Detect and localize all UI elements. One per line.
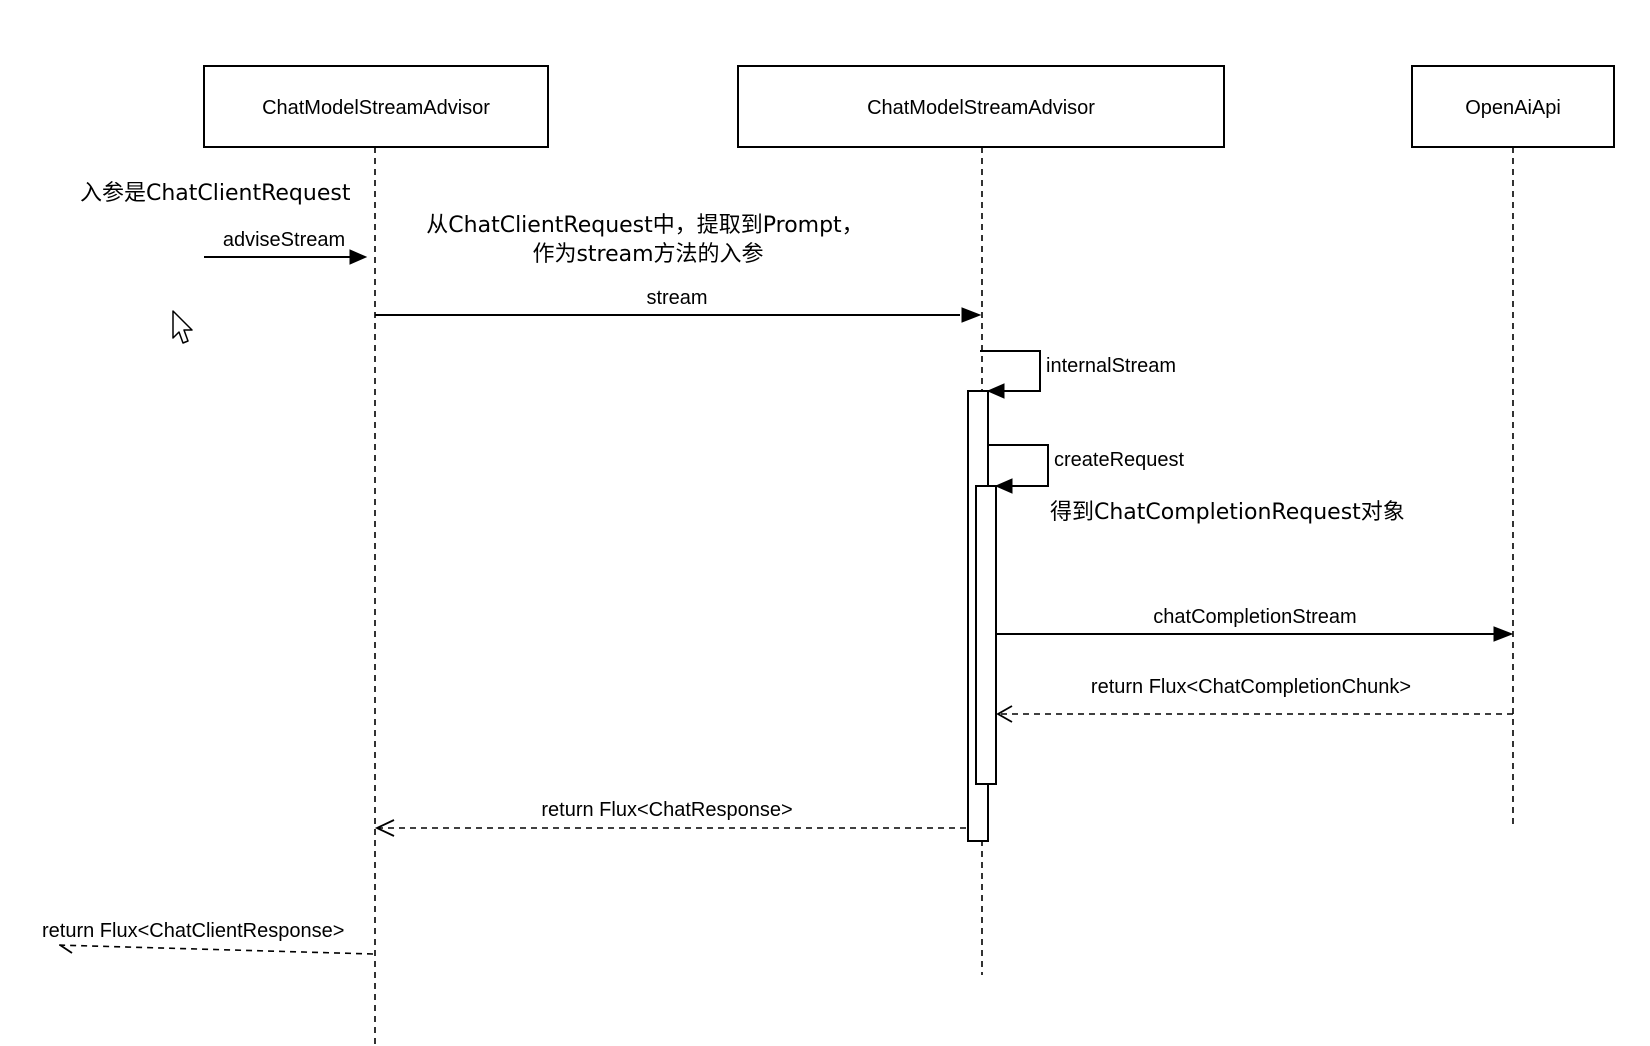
- return-chunk-arrowhead: [996, 705, 1013, 723]
- return-chat-response-arrowhead: [374, 819, 395, 837]
- return-client-response-line: [55, 944, 374, 955]
- mouse-cursor-icon: [172, 310, 193, 344]
- participant-1[interactable]: ChatModelStreamAdvisor: [203, 65, 549, 148]
- internal-stream-label: internalStream: [1046, 355, 1176, 377]
- internal-stream-line: [980, 350, 1041, 392]
- message-chat-completion-stream[interactable]: chatCompletionStream: [996, 606, 1514, 642]
- advise-stream-label: adviseStream: [223, 229, 345, 251]
- participant-2-box[interactable]: [737, 65, 1225, 148]
- participant-1-label: ChatModelStreamAdvisor: [262, 97, 490, 119]
- message-internal-stream[interactable]: internalStream: [980, 350, 1176, 399]
- message-return-chunk[interactable]: return Flux<ChatCompletionChunk>: [996, 676, 1513, 723]
- create-request-arrowhead: [994, 478, 1013, 494]
- note-extract-line2: 作为stream方法的入参: [532, 242, 763, 267]
- participant-3-box[interactable]: [1411, 65, 1615, 148]
- stream-label: stream: [646, 287, 707, 309]
- internal-stream-arrowhead: [986, 383, 1005, 399]
- create-request-line: [988, 444, 1049, 487]
- participant-1-box[interactable]: [203, 65, 549, 148]
- message-stream[interactable]: stream: [375, 287, 982, 323]
- participant-2-label: ChatModelStreamAdvisor: [867, 97, 1095, 119]
- return-client-response-label: return Flux<ChatClientResponse>: [42, 920, 344, 942]
- message-return-client-response[interactable]: return Flux<ChatClientResponse>: [42, 920, 374, 955]
- note-result-object: 得到ChatCompletionRequest对象: [1050, 500, 1405, 525]
- message-create-request[interactable]: createRequest: [988, 444, 1185, 494]
- participant-3[interactable]: OpenAiApi: [1411, 65, 1615, 148]
- message-advise-stream[interactable]: adviseStream: [204, 229, 368, 265]
- chat-completion-stream-label: chatCompletionStream: [1153, 606, 1356, 628]
- return-client-response-arrowhead: [59, 944, 73, 954]
- activation-create-request: [975, 485, 997, 785]
- return-chat-response-label: return Flux<ChatResponse>: [541, 799, 792, 821]
- message-return-chat-response[interactable]: return Flux<ChatResponse>: [374, 799, 966, 837]
- create-request-label: createRequest: [1054, 449, 1185, 471]
- note-input-param: 入参是ChatClientRequest: [80, 181, 351, 206]
- advise-stream-arrowhead: [349, 249, 368, 265]
- chat-completion-stream-arrowhead: [1493, 626, 1514, 642]
- return-chunk-label: return Flux<ChatCompletionChunk>: [1091, 676, 1411, 698]
- note-extract-line1: 从ChatClientRequest中，提取到Prompt，: [426, 213, 863, 238]
- participant-3-label: OpenAiApi: [1465, 97, 1561, 119]
- stream-arrowhead: [961, 307, 982, 323]
- participant-2[interactable]: ChatModelStreamAdvisor: [737, 65, 1225, 148]
